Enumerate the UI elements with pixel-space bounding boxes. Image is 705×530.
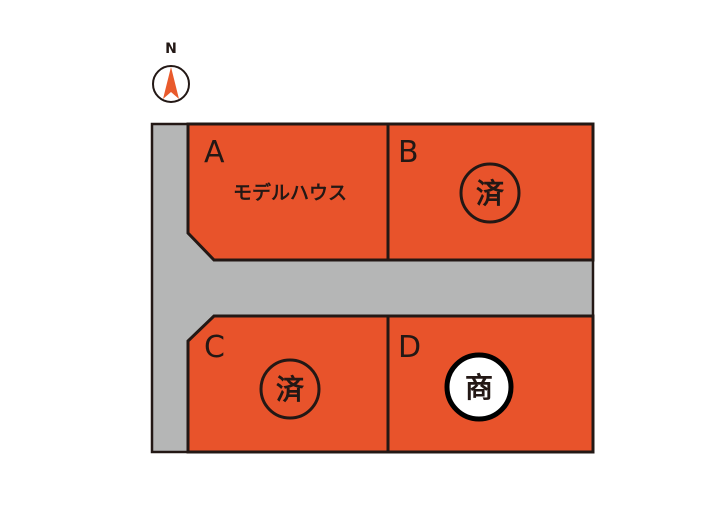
- north-arrow-icon: [163, 67, 179, 99]
- lot-a-model-house-label: モデルハウス: [233, 181, 347, 204]
- lot-a-parcel: [186, 122, 390, 262]
- lot-d[interactable]: D 商: [386, 314, 595, 454]
- lot-b[interactable]: B 済: [386, 122, 595, 262]
- sold-stamp-text: 済: [276, 373, 305, 406]
- lot-d-label: D: [398, 330, 421, 365]
- sold-stamp-ring: [459, 162, 521, 224]
- lot-c-label: C: [204, 330, 225, 365]
- lot-b-sold-stamp: 済: [459, 162, 521, 224]
- lot-c-parcel: [186, 314, 390, 454]
- lot-c-sold-stamp: 済: [259, 358, 321, 420]
- negotiation-stamp-ring: [444, 352, 514, 422]
- lot-b-parcel: [386, 122, 595, 262]
- sold-stamp-ring: [259, 358, 321, 420]
- lot-a[interactable]: A モデルハウス: [186, 122, 390, 262]
- lot-a-label: A: [204, 135, 225, 170]
- sold-stamp-text: 済: [476, 177, 505, 210]
- lot-b-label: B: [398, 135, 419, 170]
- north-label: N: [165, 41, 177, 57]
- lot-d-negotiation-stamp: 商: [444, 352, 514, 422]
- lot-c[interactable]: C 済: [186, 314, 390, 454]
- north-compass: N: [152, 41, 190, 103]
- negotiation-stamp-text: 商: [465, 371, 493, 404]
